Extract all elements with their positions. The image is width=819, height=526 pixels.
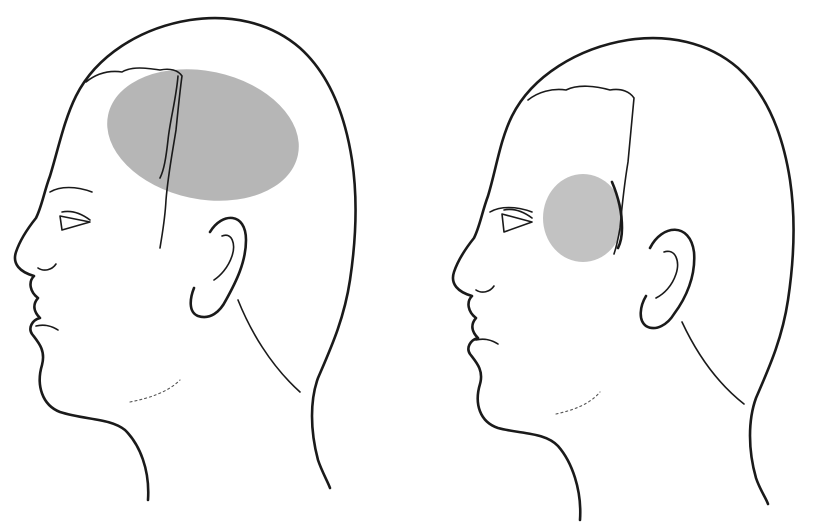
right-head-outline — [453, 38, 794, 520]
right-jaw-shadow — [556, 392, 600, 414]
left-neck-line — [238, 300, 300, 392]
right-shaded-region — [543, 174, 623, 262]
left-jaw-shadow — [130, 380, 180, 402]
right-nostril — [476, 286, 494, 292]
right-mouth — [476, 339, 498, 344]
left-head-profile — [15, 18, 356, 500]
right-neck-line — [682, 322, 744, 404]
right-eye — [502, 214, 532, 232]
left-ear-inner — [214, 235, 234, 280]
left-mouth — [36, 325, 58, 330]
left-eye — [60, 216, 90, 230]
left-eyebrow — [50, 188, 92, 193]
right-ear-inner — [656, 251, 678, 298]
left-ear — [191, 218, 246, 317]
left-shaded-region — [95, 52, 311, 218]
right-head-profile — [453, 38, 794, 520]
right-ear — [641, 230, 695, 328]
left-nostril — [38, 264, 56, 270]
